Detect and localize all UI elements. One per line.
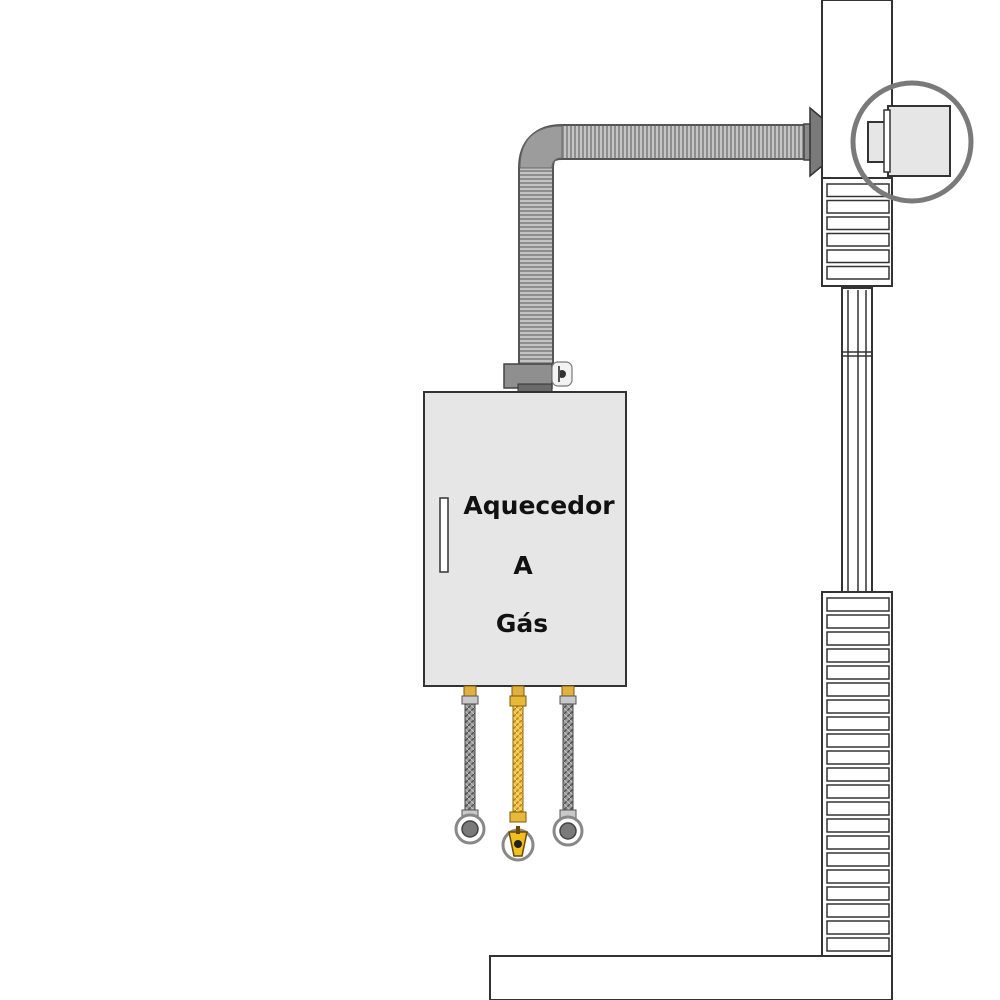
- gas-supply-hose: [501, 685, 535, 862]
- brick: [826, 665, 890, 680]
- heater-label-line3: Gás: [496, 609, 548, 638]
- exhaust-terminal: [867, 105, 951, 177]
- brick: [826, 216, 890, 231]
- brick: [826, 631, 890, 646]
- heater-handle: [439, 497, 449, 573]
- hot-water-hose: [552, 685, 584, 847]
- duct-vertical-section: [520, 168, 552, 368]
- brick: [826, 801, 890, 816]
- brick: [826, 699, 890, 714]
- brick: [826, 937, 890, 952]
- wall-upper-section: [821, 0, 893, 179]
- terminal-cap: [887, 105, 951, 177]
- heater-body: [423, 391, 627, 687]
- duct-horizontal-section: [562, 126, 808, 158]
- brick: [826, 265, 890, 280]
- brick: [826, 886, 890, 901]
- brick: [826, 750, 890, 765]
- brick: [826, 733, 890, 748]
- brick: [826, 597, 890, 612]
- brick: [826, 199, 890, 214]
- duct-wall-flange: [809, 106, 823, 178]
- highlight-ring: [850, 80, 974, 204]
- brick: [826, 716, 890, 731]
- heater-label-line1: Aquecedor: [463, 491, 615, 520]
- heater-label-line2: A: [513, 551, 533, 580]
- wall-cross-section: [489, 0, 893, 1000]
- brick: [826, 852, 890, 867]
- brick: [826, 869, 890, 884]
- brick: [826, 249, 890, 264]
- brick: [826, 648, 890, 663]
- gas-valve-icon: [508, 826, 528, 857]
- brick: [826, 682, 890, 697]
- brick: [826, 767, 890, 782]
- brick: [826, 614, 890, 629]
- gas-water-heater: Aquecedor A Gás: [423, 391, 627, 687]
- brick: [826, 920, 890, 935]
- bricks-upper: [826, 183, 890, 280]
- brick: [826, 784, 890, 799]
- flue-connector: [503, 361, 573, 393]
- brick: [826, 818, 890, 833]
- brick: [826, 903, 890, 918]
- cold-water-hose: [454, 685, 486, 845]
- window-frame: [841, 287, 873, 595]
- brick: [826, 835, 890, 850]
- bricks-lower: [826, 597, 890, 952]
- flexible-exhaust-duct: [518, 106, 823, 372]
- floor-slab: [489, 955, 893, 1000]
- brick: [826, 232, 890, 247]
